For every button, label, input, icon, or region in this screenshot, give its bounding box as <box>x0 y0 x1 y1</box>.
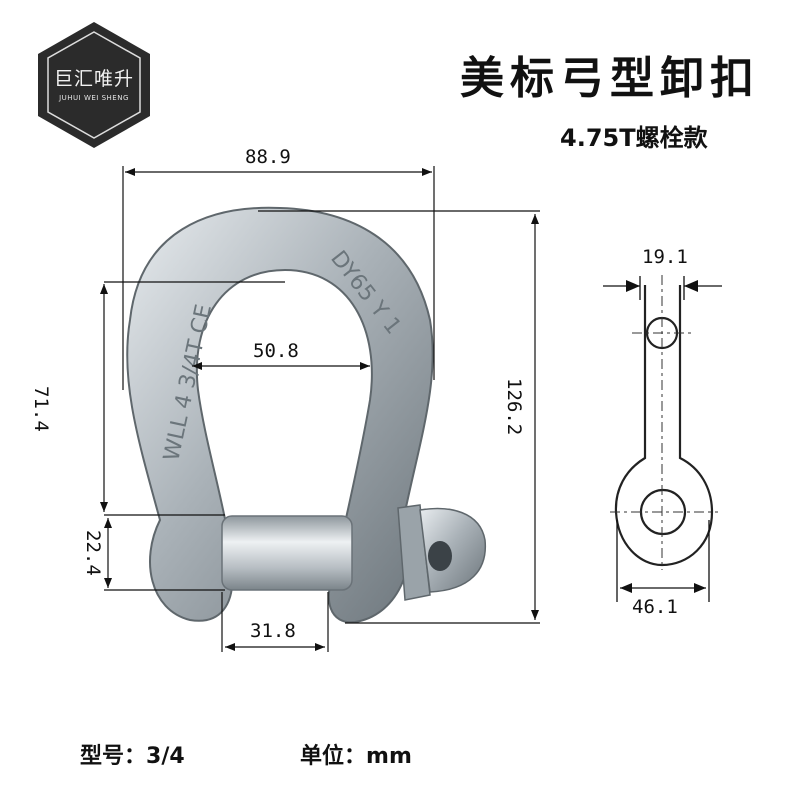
dim-inside-length: 71.4 <box>30 386 52 432</box>
unit-value: mm <box>366 744 412 769</box>
product-title: 美标弓型卸扣 <box>460 53 760 104</box>
dim-outer-width: 88.9 <box>245 146 291 168</box>
dim-total-height: 126.2 <box>503 378 525 436</box>
side-view-outline <box>614 285 714 567</box>
shackle-pin <box>221 515 353 591</box>
model-value: 3/4 <box>146 744 185 769</box>
brand-name-cn: 巨汇唯升 <box>53 68 134 90</box>
dim-pin-length: 31.8 <box>250 620 296 642</box>
model-spec: 型号：3/4 <box>80 738 185 770</box>
unit-label: 单位： <box>300 744 367 769</box>
pin-eye-hole <box>428 541 452 571</box>
model-label: 型号： <box>80 744 147 769</box>
brand-name-en: JUHUI WEI SHENG <box>59 94 129 102</box>
dim-inner-width: 50.8 <box>253 340 299 362</box>
dim-eye-width: 46.1 <box>632 596 678 618</box>
shackle-pin-eye <box>419 507 487 593</box>
dim-side-thickness: 19.1 <box>642 246 688 268</box>
shackle-bow <box>126 206 434 624</box>
unit-spec: 单位：mm <box>300 738 412 770</box>
dim-pin-section: 22.4 <box>82 530 104 576</box>
product-subtitle: 4.75T螺栓款 <box>560 124 708 152</box>
brand-logo: 巨汇唯升 JUHUI WEI SHENG <box>36 20 152 150</box>
